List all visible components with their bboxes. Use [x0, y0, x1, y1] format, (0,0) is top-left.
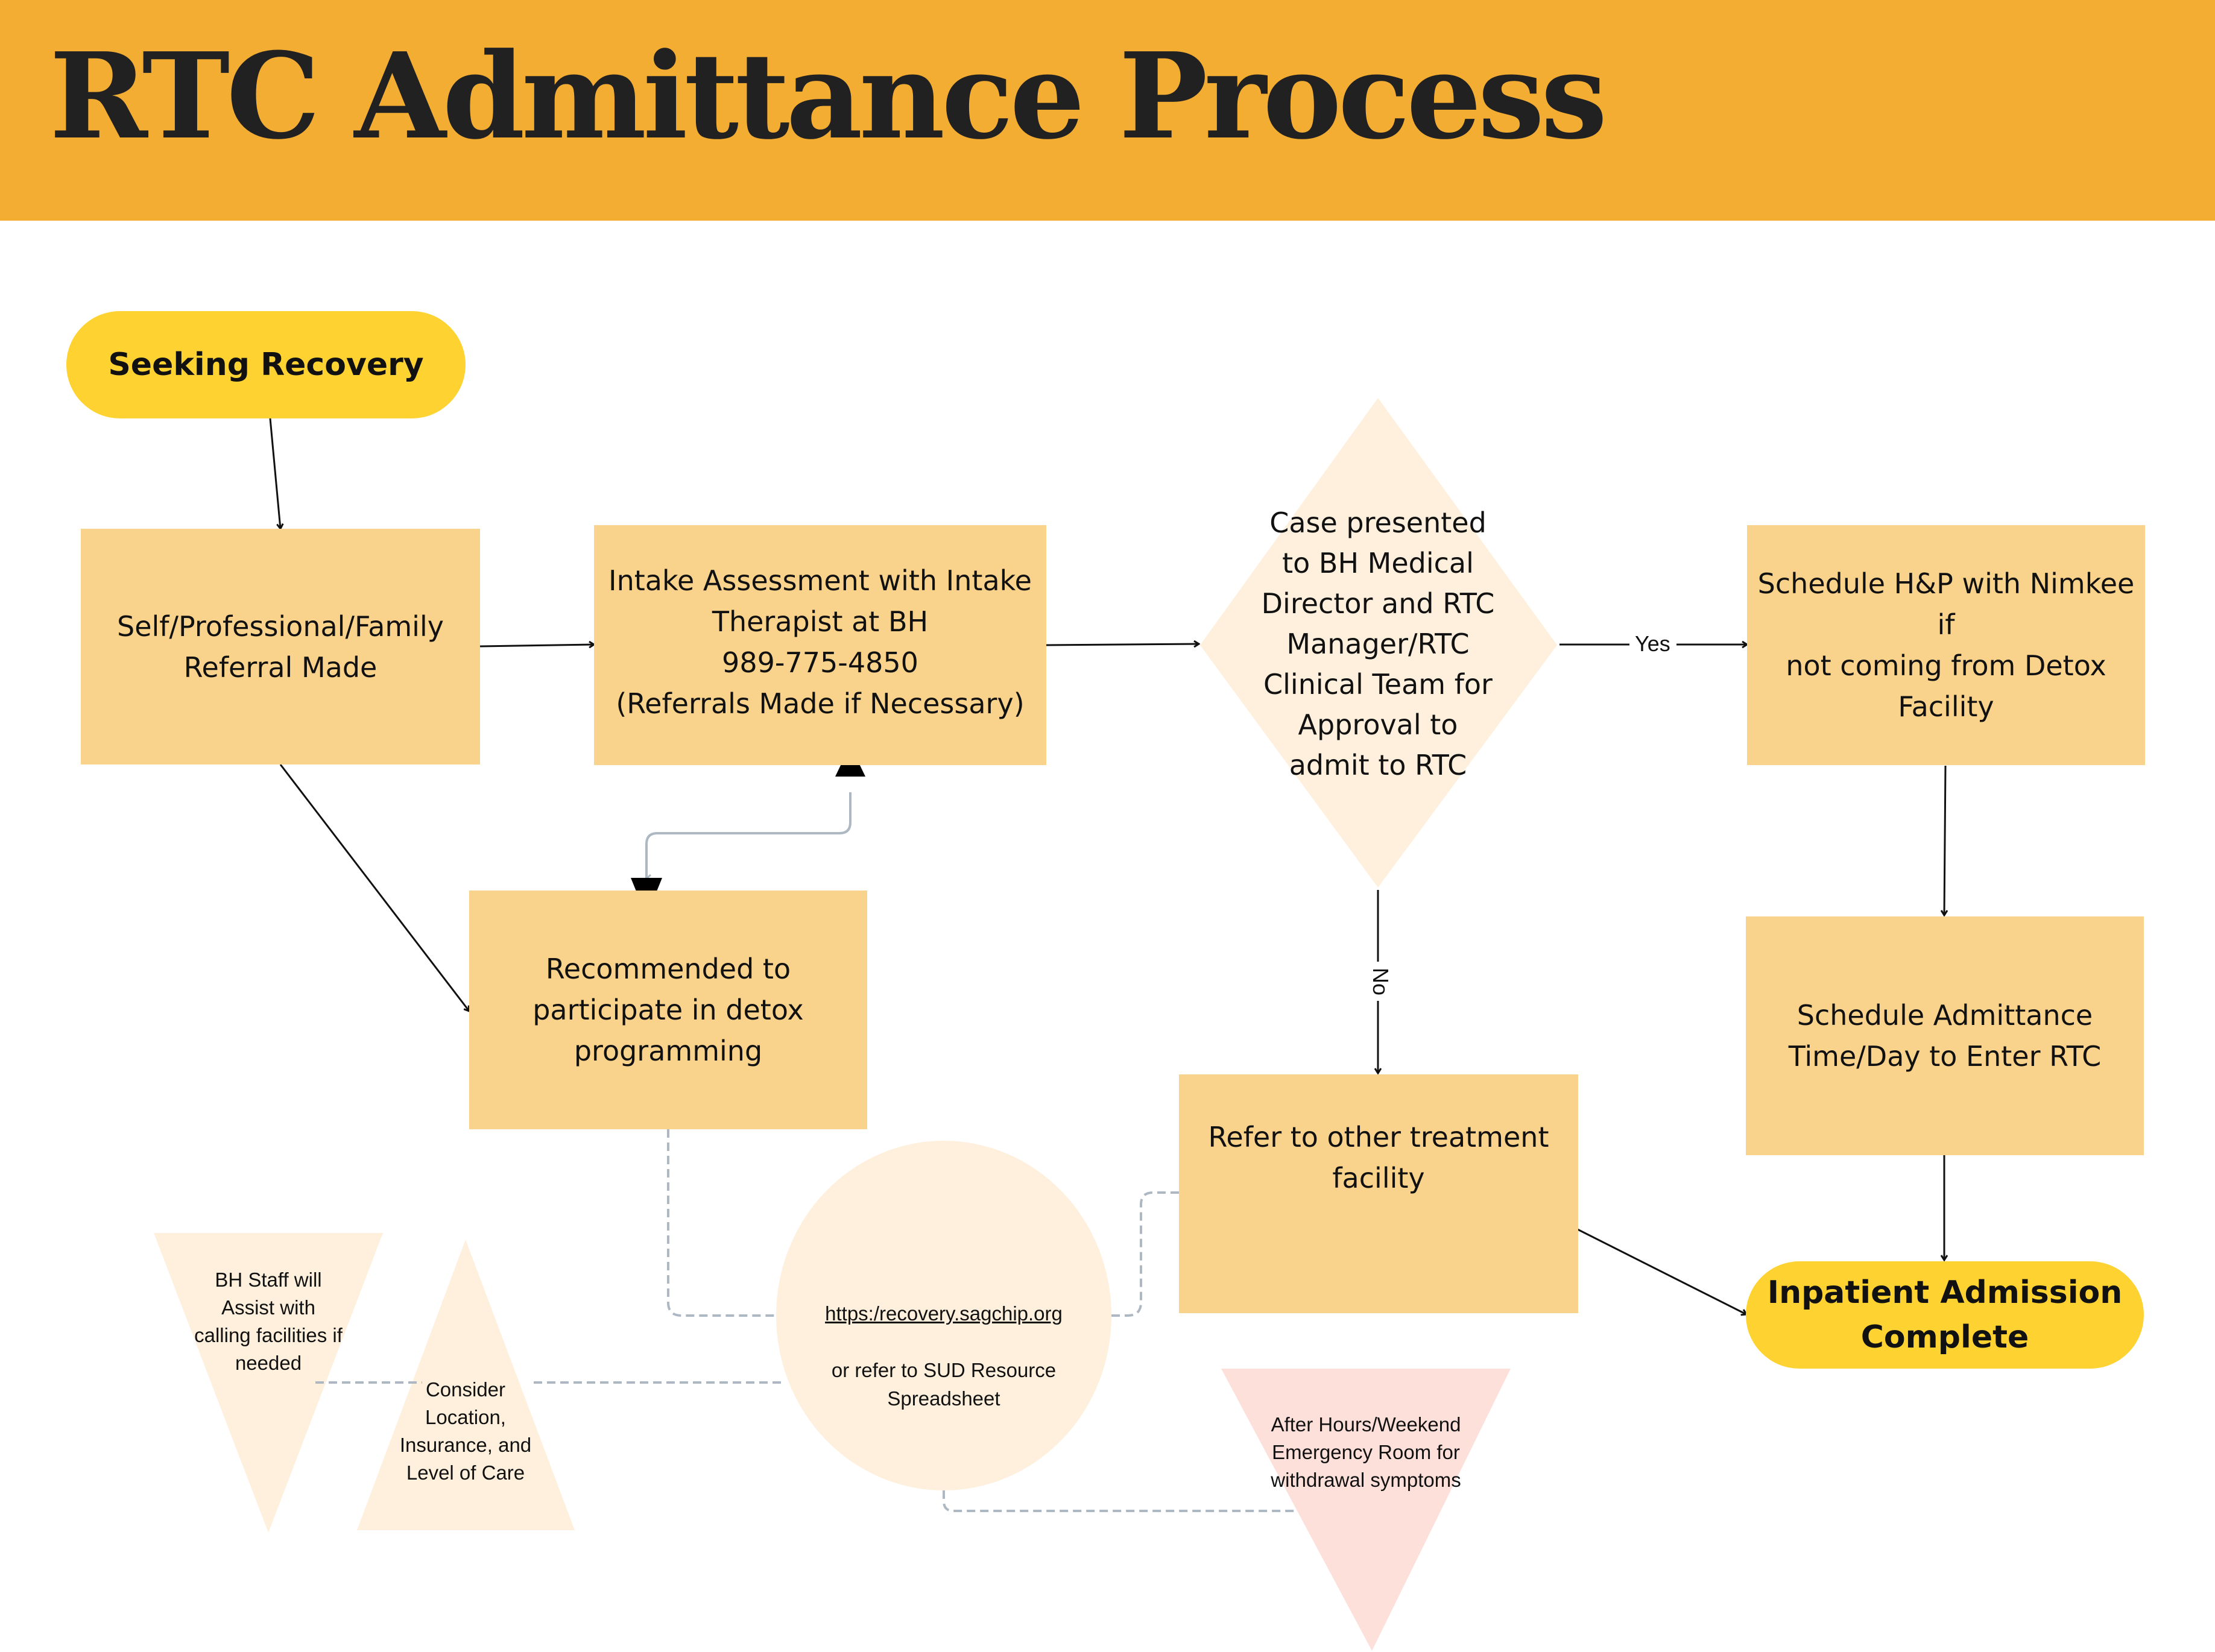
end-label: Inpatient Admission Complete [1767, 1275, 2123, 1355]
after-hours-triangle [1221, 1369, 1511, 1651]
bh-staff-label: BH Staff will Assist with calling facili… [194, 1269, 343, 1374]
start-terminal: Seeking Recovery [66, 311, 466, 418]
decision-label: Case presented to BH Medical Director an… [1261, 506, 1495, 781]
connector-start-to-referral [269, 418, 280, 529]
referral-label: Self/Professional/Family Referral Made [117, 610, 444, 684]
start-label: Seeking Recovery [108, 347, 424, 383]
detox-box: Recommended to participate in detox prog… [469, 891, 867, 1129]
detox-label: Recommended to participate in detox prog… [532, 953, 804, 1067]
schedule-admit-box: Schedule Admittance Time/Day to Enter RT… [1746, 916, 2144, 1155]
intake-label: Intake Assessment with Intake Therapist … [608, 564, 1032, 720]
connector-intake-detox-grey [646, 792, 852, 878]
schedule-hp-box: Schedule H&P with Nimkee if not coming f… [1747, 525, 2145, 765]
header-banner: RTC Admittance Process [0, 0, 2215, 221]
connector-referral-to-detox [279, 764, 469, 1011]
connector-intake-to-decision [1046, 644, 1199, 645]
resource-circle [776, 1141, 1111, 1490]
consider-label: Consider Location, Insurance, and Level … [399, 1378, 532, 1484]
consider-triangle [357, 1240, 575, 1530]
decision-diamond [1200, 398, 1557, 887]
yes-label: Yes [1632, 633, 1673, 655]
page-title: RTC Admittance Process [49, 27, 1607, 166]
connector-hp-to-admit [1944, 765, 1945, 915]
resource-description: or refer to SUD Resource Spreadsheet [831, 1359, 1057, 1410]
end-terminal: Inpatient Admission Complete [1746, 1261, 2144, 1369]
dashed-resource-to-after-hours [943, 1490, 1297, 1512]
bh-staff-triangle [154, 1233, 383, 1533]
resource-text: https:/recovery.sagchip.org or refer to … [784, 1271, 1104, 1441]
after-hours-label: After Hours/Weekend Emergency Room for w… [1271, 1413, 1461, 1491]
no-label: No [1368, 965, 1393, 998]
schedule-admit-label: Schedule Admittance Time/Day to Enter RT… [1788, 999, 2102, 1073]
connector-referral-to-intake [479, 645, 594, 646]
schedule-hp-label: Schedule H&P with Nimkee if not coming f… [1757, 567, 2135, 723]
intake-box: Intake Assessment with Intake Therapist … [594, 525, 1046, 765]
resource-link[interactable]: https:/recovery.sagchip.org [825, 1302, 1063, 1325]
connector-refer-to-end [1577, 1228, 1746, 1314]
dashed-resource-to-refer [1111, 1191, 1179, 1317]
referral-box: Self/Professional/Family Referral Made [81, 529, 480, 765]
refer-other-label: Refer to other treatment facility [1208, 1121, 1549, 1194]
dashed-detox-to-resource [667, 1129, 776, 1317]
refer-other-box: Refer to other treatment facility [1179, 1074, 1578, 1313]
